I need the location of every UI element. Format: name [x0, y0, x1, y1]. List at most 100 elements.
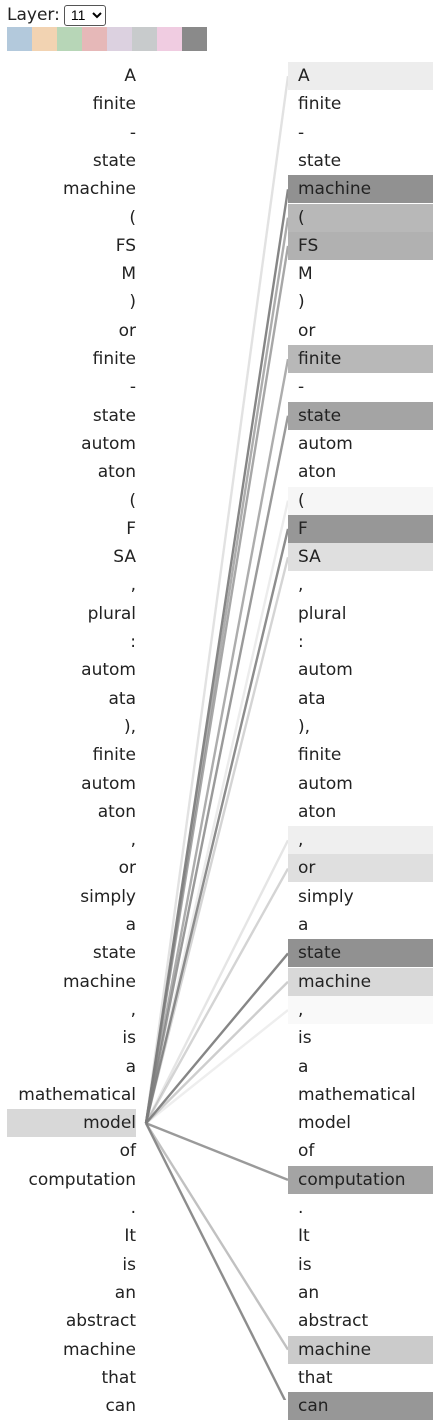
head-swatch-0[interactable] [7, 27, 32, 51]
right-token[interactable]: aton [298, 801, 337, 822]
left-token[interactable]: autom [81, 433, 136, 454]
left-token[interactable]: of [119, 1141, 136, 1162]
left-token[interactable]: computation [28, 1169, 136, 1190]
right-token[interactable]: - [298, 122, 305, 143]
left-token[interactable]: ( [129, 490, 136, 511]
left-token[interactable]: or [118, 858, 136, 879]
left-token[interactable]: aton [97, 801, 136, 822]
left-token[interactable]: ata [108, 688, 136, 709]
right-token[interactable]: A [288, 62, 433, 90]
left-token[interactable]: ) [129, 292, 136, 313]
left-token[interactable]: A [124, 66, 136, 86]
right-token[interactable]: , [298, 575, 304, 596]
left-token[interactable]: machine [62, 971, 136, 992]
right-token[interactable]: autom [298, 773, 353, 794]
left-token[interactable]: ( [129, 207, 136, 228]
right-token[interactable]: , [288, 995, 433, 1024]
right-token[interactable]: ata [298, 688, 326, 709]
left-token-focused[interactable]: model [7, 1109, 136, 1138]
left-token[interactable]: , [130, 999, 136, 1020]
head-swatch-6[interactable] [157, 27, 182, 51]
left-token[interactable]: finite [92, 349, 136, 369]
right-token[interactable]: an [298, 1282, 320, 1303]
left-token[interactable]: machine [62, 1339, 136, 1360]
right-token[interactable]: aton [298, 462, 337, 483]
left-token[interactable]: - [129, 122, 136, 143]
left-token[interactable]: state [92, 405, 136, 426]
head-swatch-5[interactable] [132, 27, 157, 51]
right-token[interactable]: a [298, 1056, 309, 1077]
right-token[interactable]: state [288, 401, 433, 430]
right-token[interactable]: simply [298, 886, 354, 907]
left-token[interactable]: an [114, 1282, 136, 1303]
left-token[interactable]: state [92, 943, 136, 964]
left-token[interactable]: a [125, 915, 136, 935]
head-swatch-4[interactable] [107, 27, 132, 51]
right-token[interactable]: , [288, 826, 433, 855]
left-token[interactable]: that [101, 1367, 136, 1388]
right-token[interactable]: is [298, 1254, 312, 1275]
left-token[interactable]: autom [81, 660, 136, 681]
left-token[interactable]: : [130, 632, 136, 652]
right-token[interactable]: computation [288, 1165, 433, 1194]
left-token[interactable]: - [129, 377, 136, 398]
right-token[interactable]: ), [298, 716, 311, 737]
left-token[interactable]: mathematical [18, 1084, 136, 1105]
left-token[interactable]: aton [97, 462, 136, 483]
head-swatch-2[interactable] [57, 27, 82, 51]
right-token[interactable]: ( [288, 203, 433, 232]
left-token[interactable]: M [121, 264, 136, 285]
right-token[interactable]: is [298, 1028, 312, 1049]
left-token[interactable]: It [124, 1226, 136, 1247]
right-token[interactable]: ( [288, 486, 433, 515]
right-token[interactable]: model [298, 1113, 351, 1134]
left-token[interactable]: simply [80, 886, 136, 907]
left-token[interactable]: a [125, 1056, 136, 1077]
right-token[interactable]: state [298, 150, 342, 171]
right-token[interactable]: - [298, 377, 305, 398]
right-token[interactable]: or [288, 854, 433, 883]
right-token[interactable]: It [298, 1226, 310, 1247]
right-token[interactable]: autom [298, 433, 353, 454]
left-token[interactable]: autom [81, 773, 136, 794]
head-swatch-7[interactable] [182, 27, 207, 51]
right-token[interactable]: of [298, 1141, 315, 1162]
left-token[interactable]: . [130, 1198, 136, 1218]
right-token[interactable]: a [298, 915, 309, 935]
left-token[interactable]: ), [123, 716, 136, 737]
left-token[interactable]: machine [62, 179, 136, 200]
right-token[interactable]: state [288, 939, 433, 968]
left-token[interactable]: , [130, 575, 136, 596]
left-token[interactable]: SA [113, 547, 136, 568]
right-token[interactable]: machine [288, 175, 433, 204]
head-swatch-1[interactable] [32, 27, 57, 51]
left-token[interactable]: finite [92, 745, 136, 766]
right-token[interactable]: machine [288, 1335, 433, 1364]
right-token[interactable]: abstract [298, 1311, 369, 1332]
right-token[interactable]: SA [288, 543, 433, 572]
right-token[interactable]: machine [288, 967, 433, 996]
left-token[interactable]: state [92, 150, 136, 171]
left-token[interactable]: abstract [65, 1311, 136, 1332]
left-token[interactable]: , [130, 830, 136, 851]
right-token[interactable]: plural [298, 603, 347, 624]
right-token[interactable]: finite [298, 94, 342, 115]
right-token[interactable]: M [298, 264, 313, 285]
right-token[interactable]: . [298, 1198, 304, 1218]
left-token[interactable]: or [118, 320, 136, 341]
left-token[interactable]: plural [87, 603, 136, 624]
left-token[interactable]: can [105, 1396, 136, 1417]
left-token[interactable]: is [122, 1254, 136, 1275]
left-token[interactable]: FS [115, 235, 136, 256]
right-token[interactable]: that [298, 1367, 333, 1388]
head-swatch-3[interactable] [82, 27, 107, 51]
layer-select[interactable]: 01234567891011 [63, 4, 106, 26]
right-token[interactable]: finite [288, 345, 433, 373]
right-token[interactable]: can [288, 1392, 433, 1420]
right-token[interactable]: FS [288, 231, 433, 260]
right-token[interactable]: : [298, 632, 304, 652]
right-token[interactable]: or [298, 320, 316, 341]
left-token[interactable]: finite [92, 94, 136, 115]
right-token[interactable]: autom [298, 660, 353, 681]
right-token[interactable]: finite [298, 745, 342, 766]
